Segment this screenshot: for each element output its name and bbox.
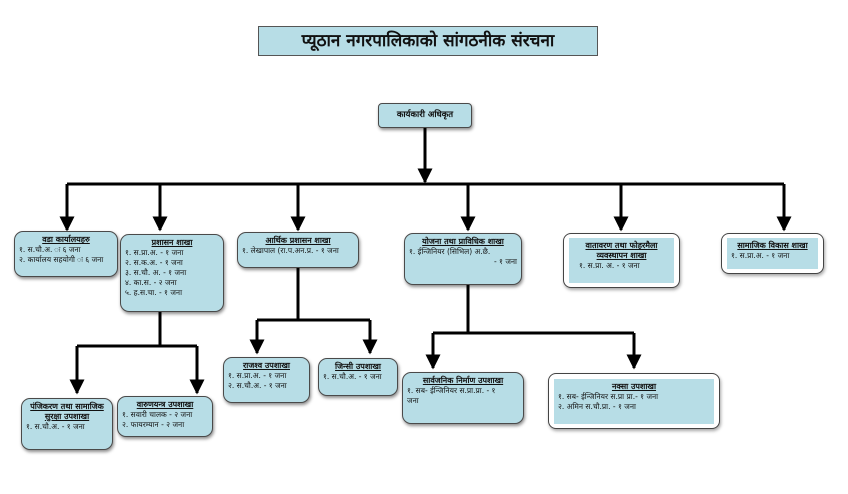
box-administration-branch: प्रशासन शाखा १. स.प्रा.अ. - १ जना २. स.क… [120, 234, 224, 312]
unit-title: नक्सा उपशाखा [611, 382, 657, 391]
unit-line: ४. का.स. - २ जना [125, 278, 177, 287]
unit-line: १. स.चौ.अ. - १ जना [26, 422, 85, 431]
unit-line: २. अमिन स.चौ.प्रा. - १ जना [558, 402, 636, 411]
unit-title: प्रशासन शाखा [151, 238, 193, 247]
unit-line: १. स.चौ.अ. - १ जना [323, 372, 382, 381]
box-financial-admin-branch: आर्थिक प्रशासन शाखा १. लेखापाल (रा.प.अन.… [237, 232, 359, 268]
box-fire-engine-subbranch: वारुणयन्त्र उपशाखा १. सवारी चालक - २ जना… [117, 396, 213, 437]
unit-line: १. सब- ईन्जिनियर स.प्रा प्रा.- १ जना [558, 392, 659, 401]
unit-line: जना [407, 396, 419, 405]
unit-title: वारुणयन्त्र उपशाखा [136, 400, 194, 409]
box-public-works-subbranch: सार्वजनिक निर्माण उपशाखा १. सब- ईन्जिनिय… [402, 372, 524, 424]
unit-line: १. लेखापाल (रा.प.अन.प्र. - १ जना [242, 246, 339, 255]
unit-line: १. स.प्रा. अ. - १ जना [579, 261, 640, 270]
unit-line: १. स.प्रा.अ. - १ जना [731, 251, 790, 260]
box-inventory-subbranch: जिन्सी उपशाखा १. स.चौ.अ. - १ जना [318, 358, 398, 396]
box-ward-offices: वडा कार्यालयहरु १. स.चौ.अ. ः ६ जना २. का… [14, 231, 118, 277]
unit-line: १. सब- ईन्जिनियर स.प्रा.प्रा. - १ [407, 386, 496, 395]
box-inner: नक्सा उपशाखा १. सब- ईन्जिनियर स.प्रा प्र… [554, 379, 714, 424]
unit-title: योजना तथा प्राविधिक शाखा [422, 237, 504, 246]
unit-line: २. स.क.अ. - १ जना [125, 258, 183, 267]
unit-line: २. फायरम्यान - २ जना [122, 420, 185, 429]
box-inner: वातावरण तथा फोहरमैला व्यवस्थापन शाखा १. … [569, 238, 674, 283]
unit-title: सामाजिक विकास शाखा [737, 241, 808, 250]
box-registration-social-security-subbranch: पंजिकरण तथा सामाजिक सुरक्षा उपशाखा १. स.… [21, 398, 113, 450]
unit-line: ३. स.चौ. अ. - १ जना [125, 268, 187, 277]
unit-title: जिन्सी उपशाखा [335, 362, 381, 371]
box-mapping-subbranch: नक्सा उपशाखा १. सब- ईन्जिनियर स.प्रा प्र… [548, 373, 720, 429]
box-environment-waste-branch: वातावरण तथा फोहरमैला व्यवस्थापन शाखा १. … [563, 233, 680, 288]
box-social-development-branch: सामाजिक विकास शाखा १. स.प्रा.अ. - १ जना [721, 233, 824, 274]
unit-line: २. कार्यालय सहयोगी ः ६ जना [19, 255, 104, 264]
unit-line: १. स.प्रा.अ. - १ जना [228, 371, 287, 380]
box-revenue-subbranch: राजश्व उपशाखा १. स.प्रा.अ. - १ जना २. स.… [223, 357, 310, 403]
box-inner: सामाजिक विकास शाखा १. स.प्रा.अ. - १ जना [727, 238, 818, 269]
box-planning-technical-branch: योजना तथा प्राविधिक शाखा १. ईन्जिनियर (स… [404, 233, 522, 285]
unit-line: - १ जना [493, 257, 517, 266]
root-box: कार्यकारी अधिकृत [378, 103, 472, 128]
unit-title: आर्थिक प्रशासन शाखा [265, 236, 331, 245]
unit-line: १. स.चौ.अ. ः ६ जना [19, 245, 81, 254]
unit-line: १. ईन्जिनियर (सिभिल) अ.छै. [409, 247, 491, 256]
unit-line: २. स.चौ.अ. - १ जना [228, 381, 287, 390]
root-label: कार्यकारी अधिकृत [396, 110, 454, 120]
chart-title: प्यूठान नगरपालिकाको सांगठनीक संरचना [258, 26, 598, 56]
unit-title: राजश्व उपशाखा [243, 361, 290, 370]
unit-title: वडा कार्यालयहरु [42, 235, 90, 244]
unit-title: वातावरण तथा फोहरमैला व्यवस्थापन शाखा [585, 241, 658, 260]
unit-title: पंजिकरण तथा सामाजिक सुरक्षा उपशाखा [30, 402, 104, 421]
unit-line: १. सवारी चालक - २ जना [122, 410, 193, 419]
unit-line: १. स.प्रा.अ. - १ जना [125, 248, 184, 257]
unit-line: ५. ह.स.चा. - १ जना [125, 288, 183, 297]
unit-title: सार्वजनिक निर्माण उपशाखा [422, 376, 504, 385]
